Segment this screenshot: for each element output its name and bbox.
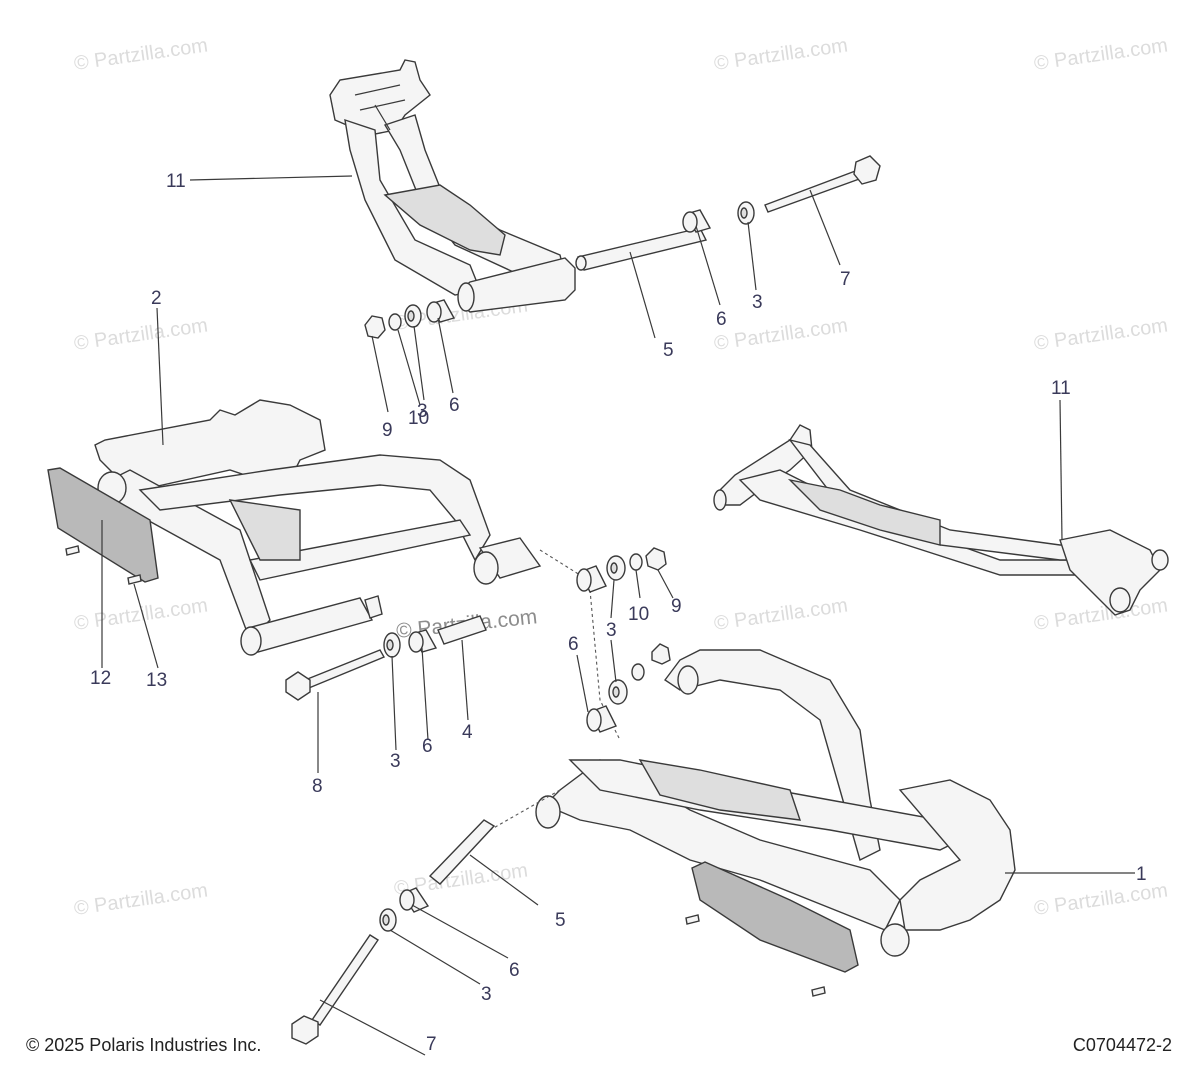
bolt-bottom bbox=[291, 934, 379, 1045]
lower-control-arm-right bbox=[535, 649, 1016, 957]
watermark: © Partzilla.com bbox=[73, 314, 210, 355]
watermark: © Partzilla.com bbox=[1033, 879, 1170, 920]
leader-lines bbox=[101, 175, 1135, 1056]
assembly-line bbox=[539, 549, 581, 576]
washer-mid-left bbox=[383, 632, 401, 658]
watermark: © Partzilla.com bbox=[713, 34, 850, 75]
assembly-line bbox=[489, 789, 561, 831]
callout-lower-arm: 1 bbox=[1136, 864, 1147, 885]
copyright-notice: © 2025 Polaris Industries Inc. bbox=[26, 1035, 262, 1055]
washer-top-right bbox=[737, 201, 755, 225]
callouts: 11 11 2 1 5 5 4 6 6 6 6 6 3 3 3 3 3 7 7 … bbox=[90, 171, 1147, 1055]
callout-bushing: 6 bbox=[449, 395, 460, 416]
callout-upper-arm: 11 bbox=[166, 171, 186, 192]
watermark: © Partzilla.com bbox=[73, 879, 210, 920]
callout-washer: 3 bbox=[606, 620, 617, 641]
watermark: © Partzilla.com bbox=[73, 594, 210, 635]
bolt-mid bbox=[285, 649, 386, 701]
bushing-mid-left bbox=[408, 629, 438, 653]
drawing-number: C0704472-2 bbox=[1072, 1035, 1172, 1055]
callout-bushing: 6 bbox=[568, 634, 579, 655]
callout-upper-arm: 11 bbox=[1051, 378, 1071, 399]
callout-spacer: 10 bbox=[408, 408, 429, 429]
bushing-top-right bbox=[682, 209, 712, 233]
washer-bottom bbox=[379, 908, 397, 932]
callout-bolt: 8 bbox=[312, 776, 323, 797]
hardware-stack-top-left bbox=[364, 299, 456, 339]
screws-left bbox=[65, 545, 142, 585]
lower-control-arm-left bbox=[94, 399, 542, 656]
callout-sleeve: 5 bbox=[555, 910, 566, 931]
watermark: © Partzilla.com bbox=[1033, 314, 1170, 355]
callout-skid-plate: 12 bbox=[90, 668, 111, 689]
callout-bolt: 7 bbox=[840, 269, 851, 290]
watermark: © Partzilla.com bbox=[1033, 34, 1170, 75]
watermark: © Partzilla.com bbox=[73, 34, 210, 75]
callout-bushing: 6 bbox=[509, 960, 520, 981]
callout-lower-arm: 2 bbox=[151, 288, 162, 309]
callout-bushing: 6 bbox=[422, 736, 433, 757]
callout-bolt: 7 bbox=[426, 1034, 437, 1055]
sleeve-bottom bbox=[428, 819, 496, 885]
callout-spacer: 10 bbox=[628, 604, 649, 625]
sleeve-mid bbox=[437, 615, 487, 645]
screws-right bbox=[685, 914, 826, 997]
callout-cap: 9 bbox=[671, 596, 682, 617]
callout-washer: 3 bbox=[752, 292, 763, 313]
callout-bushing: 6 bbox=[716, 309, 727, 330]
watermark: © Partzilla.com bbox=[713, 594, 850, 635]
watermark: © Partzilla.com bbox=[713, 314, 850, 355]
bushing-bottom bbox=[399, 887, 430, 913]
skid-plate-right bbox=[691, 861, 859, 973]
callout-sleeve: 5 bbox=[663, 340, 674, 361]
callout-sleeve: 4 bbox=[462, 722, 473, 743]
callout-washer: 3 bbox=[390, 751, 401, 772]
upper-control-arm-top bbox=[329, 59, 576, 313]
callout-screw: 13 bbox=[146, 670, 167, 691]
callout-washer: 3 bbox=[481, 984, 492, 1005]
bolt-top bbox=[764, 155, 881, 213]
sleeve-top bbox=[575, 227, 708, 271]
hardware-stack-mid-right bbox=[576, 547, 671, 733]
callout-washer: 3 bbox=[417, 401, 428, 422]
skid-plate-left bbox=[47, 467, 159, 583]
upper-control-arm-right bbox=[713, 424, 1169, 616]
callout-cap: 9 bbox=[382, 420, 393, 441]
